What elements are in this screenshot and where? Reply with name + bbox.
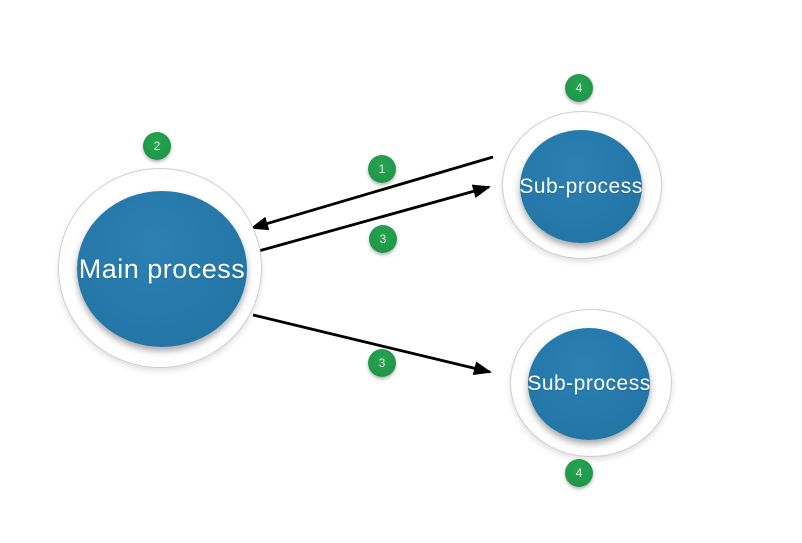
node-sub-process-bottom: Sub-process [527, 328, 651, 440]
badge-step-4-top: 4 [565, 74, 593, 102]
node-main-process: Main process [77, 191, 247, 347]
node-sub-process-top: Sub-process [519, 130, 643, 243]
node-sub-process-bottom-label: Sub-process [527, 372, 651, 395]
badge-step-3-lower: 3 [368, 349, 396, 377]
badge-step-3-upper: 3 [369, 225, 397, 253]
badge-step-1: 1 [368, 155, 396, 183]
node-sub-process-top-label: Sub-process [519, 174, 643, 198]
node-main-process-label: Main process [78, 253, 246, 284]
badge-step-2: 2 [143, 132, 171, 160]
badge-step-4-bottom: 4 [565, 459, 593, 487]
